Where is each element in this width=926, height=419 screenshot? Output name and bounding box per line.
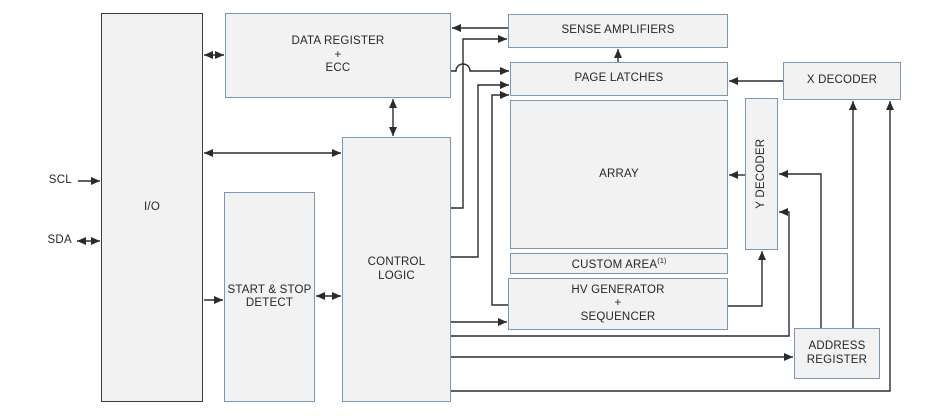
block-sense-amplifiers-label: SENSE AMPLIFIERS: [561, 24, 675, 37]
signal-label-sda: SDA: [47, 234, 72, 246]
block-data-register-line2: +: [334, 48, 342, 61]
block-page-latches-label: PAGE LATCHES: [574, 72, 664, 85]
block-page-latches: PAGE LATCHES: [510, 62, 728, 96]
block-hv-generator-line3: SEQUENCER: [580, 310, 656, 323]
custom-area-footnote: (1): [657, 256, 667, 266]
arrow-hv-generator-to-page-latches: [491, 91, 509, 306]
block-control-logic-line1: CONTROL: [367, 256, 426, 268]
arrow-address-register-to-y-decoder: [779, 170, 822, 328]
block-start-stop-detect: START & STOP DETECT: [224, 192, 315, 402]
arrow-hv-generator-to-y-decoder: [728, 251, 766, 307]
block-control-logic: CONTROL LOGIC: [342, 137, 451, 402]
block-hv-generator-line1: HV GENERATOR: [571, 283, 665, 296]
block-data-register-line3: ECC: [325, 62, 351, 75]
block-data-register-line1: DATA REGISTER: [291, 35, 385, 48]
block-y-decoder-label: Y DECODER: [754, 139, 767, 209]
block-control-logic-line2: LOGIC: [378, 269, 415, 282]
block-data-register-ecc: DATA REGISTER + ECC: [225, 13, 451, 98]
block-start-stop-line1: START & STOP: [227, 283, 312, 296]
block-sense-amplifiers: SENSE AMPLIFIERS: [508, 14, 728, 48]
block-x-decoder: X DECODER: [783, 62, 901, 100]
block-array: ARRAY: [510, 100, 728, 249]
block-address-register-line2: REGISTER: [806, 353, 868, 366]
arrow-control-logic-to-sense-amplifiers: [451, 35, 507, 209]
arrow-control-logic-to-page-latches: [451, 81, 509, 258]
block-io-label: I/O: [144, 200, 160, 213]
block-custom-area-label: CUSTOM AREA(1): [571, 256, 667, 272]
block-address-register-line1: ADDRESS: [808, 340, 866, 352]
block-x-decoder-label: X DECODER: [806, 74, 878, 87]
block-hv-generator-line2: +: [614, 297, 622, 310]
block-array-label: ARRAY: [599, 167, 639, 180]
block-io: I/O: [101, 13, 203, 402]
block-y-decoder: Y DECODER: [745, 98, 778, 250]
block-hv-generator-sequencer: HV GENERATOR + SEQUENCER: [508, 278, 728, 330]
block-custom-area: CUSTOM AREA(1): [510, 253, 728, 274]
signal-label-scl: SCL: [48, 174, 72, 186]
block-address-register: ADDRESS REGISTER: [794, 328, 880, 379]
block-start-stop-line2: DETECT: [245, 297, 294, 309]
arrow-data-register-to-page-latches: [451, 63, 509, 75]
